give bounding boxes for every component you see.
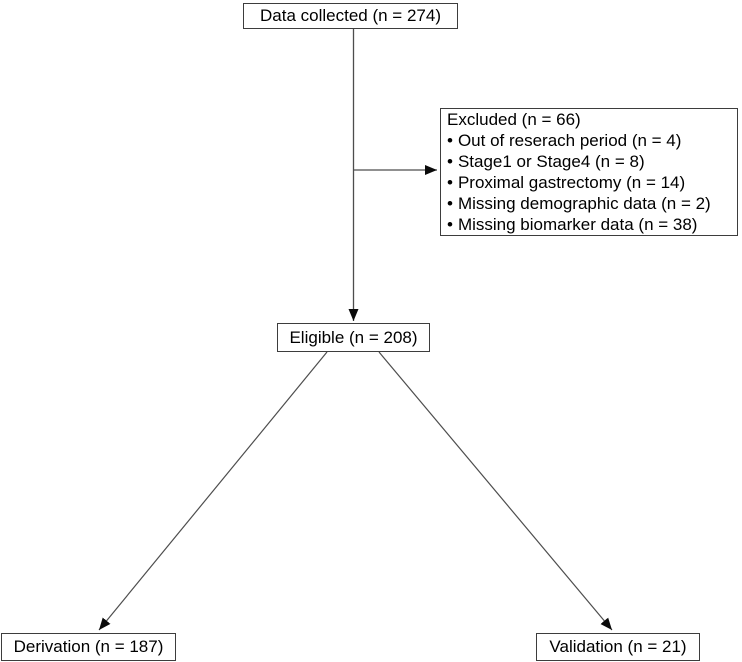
excluded-item-label: Missing biomarker data (n = 38) <box>457 215 698 234</box>
arrow-eligible-to-validation <box>378 351 613 631</box>
node-validation: Validation (n = 21) <box>536 633 700 661</box>
node-derivation: Derivation (n = 187) <box>1 633 176 661</box>
excluded-item: •Out of reserach period (n = 4) <box>447 130 681 151</box>
excluded-item: •Missing biomarker data (n = 38) <box>447 214 697 235</box>
node-eligible: Eligible (n = 208) <box>277 323 430 352</box>
bullet-icon: • <box>447 131 453 150</box>
bullet-icon: • <box>447 215 453 234</box>
excluded-item-label: Stage1 or Stage4 (n = 8) <box>457 152 645 171</box>
bullet-icon: • <box>447 152 453 171</box>
node-validation-label: Validation (n = 21) <box>549 637 687 656</box>
node-excluded: Excluded (n = 66) •Out of reserach perio… <box>440 108 738 236</box>
bullet-icon: • <box>447 194 453 213</box>
node-data-collected-label: Data collected (n = 274) <box>260 6 441 25</box>
excluded-item-label: Missing demographic data (n = 2) <box>457 194 711 213</box>
excluded-item: •Stage1 or Stage4 (n = 8) <box>447 151 645 172</box>
arrow-eligible-to-derivation <box>98 351 328 631</box>
node-data-collected: Data collected (n = 274) <box>243 3 458 29</box>
node-eligible-label: Eligible (n = 208) <box>289 327 418 347</box>
excluded-title: Excluded (n = 66) <box>447 110 581 129</box>
bullet-icon: • <box>447 173 453 192</box>
excluded-item: •Proximal gastrectomy (n = 14) <box>447 172 685 193</box>
excluded-item: •Missing demographic data (n = 2) <box>447 193 711 214</box>
excluded-item-label: Out of reserach period (n = 4) <box>457 131 682 150</box>
excluded-item-label: Proximal gastrectomy (n = 14) <box>457 173 686 192</box>
node-derivation-label: Derivation (n = 187) <box>13 637 164 656</box>
